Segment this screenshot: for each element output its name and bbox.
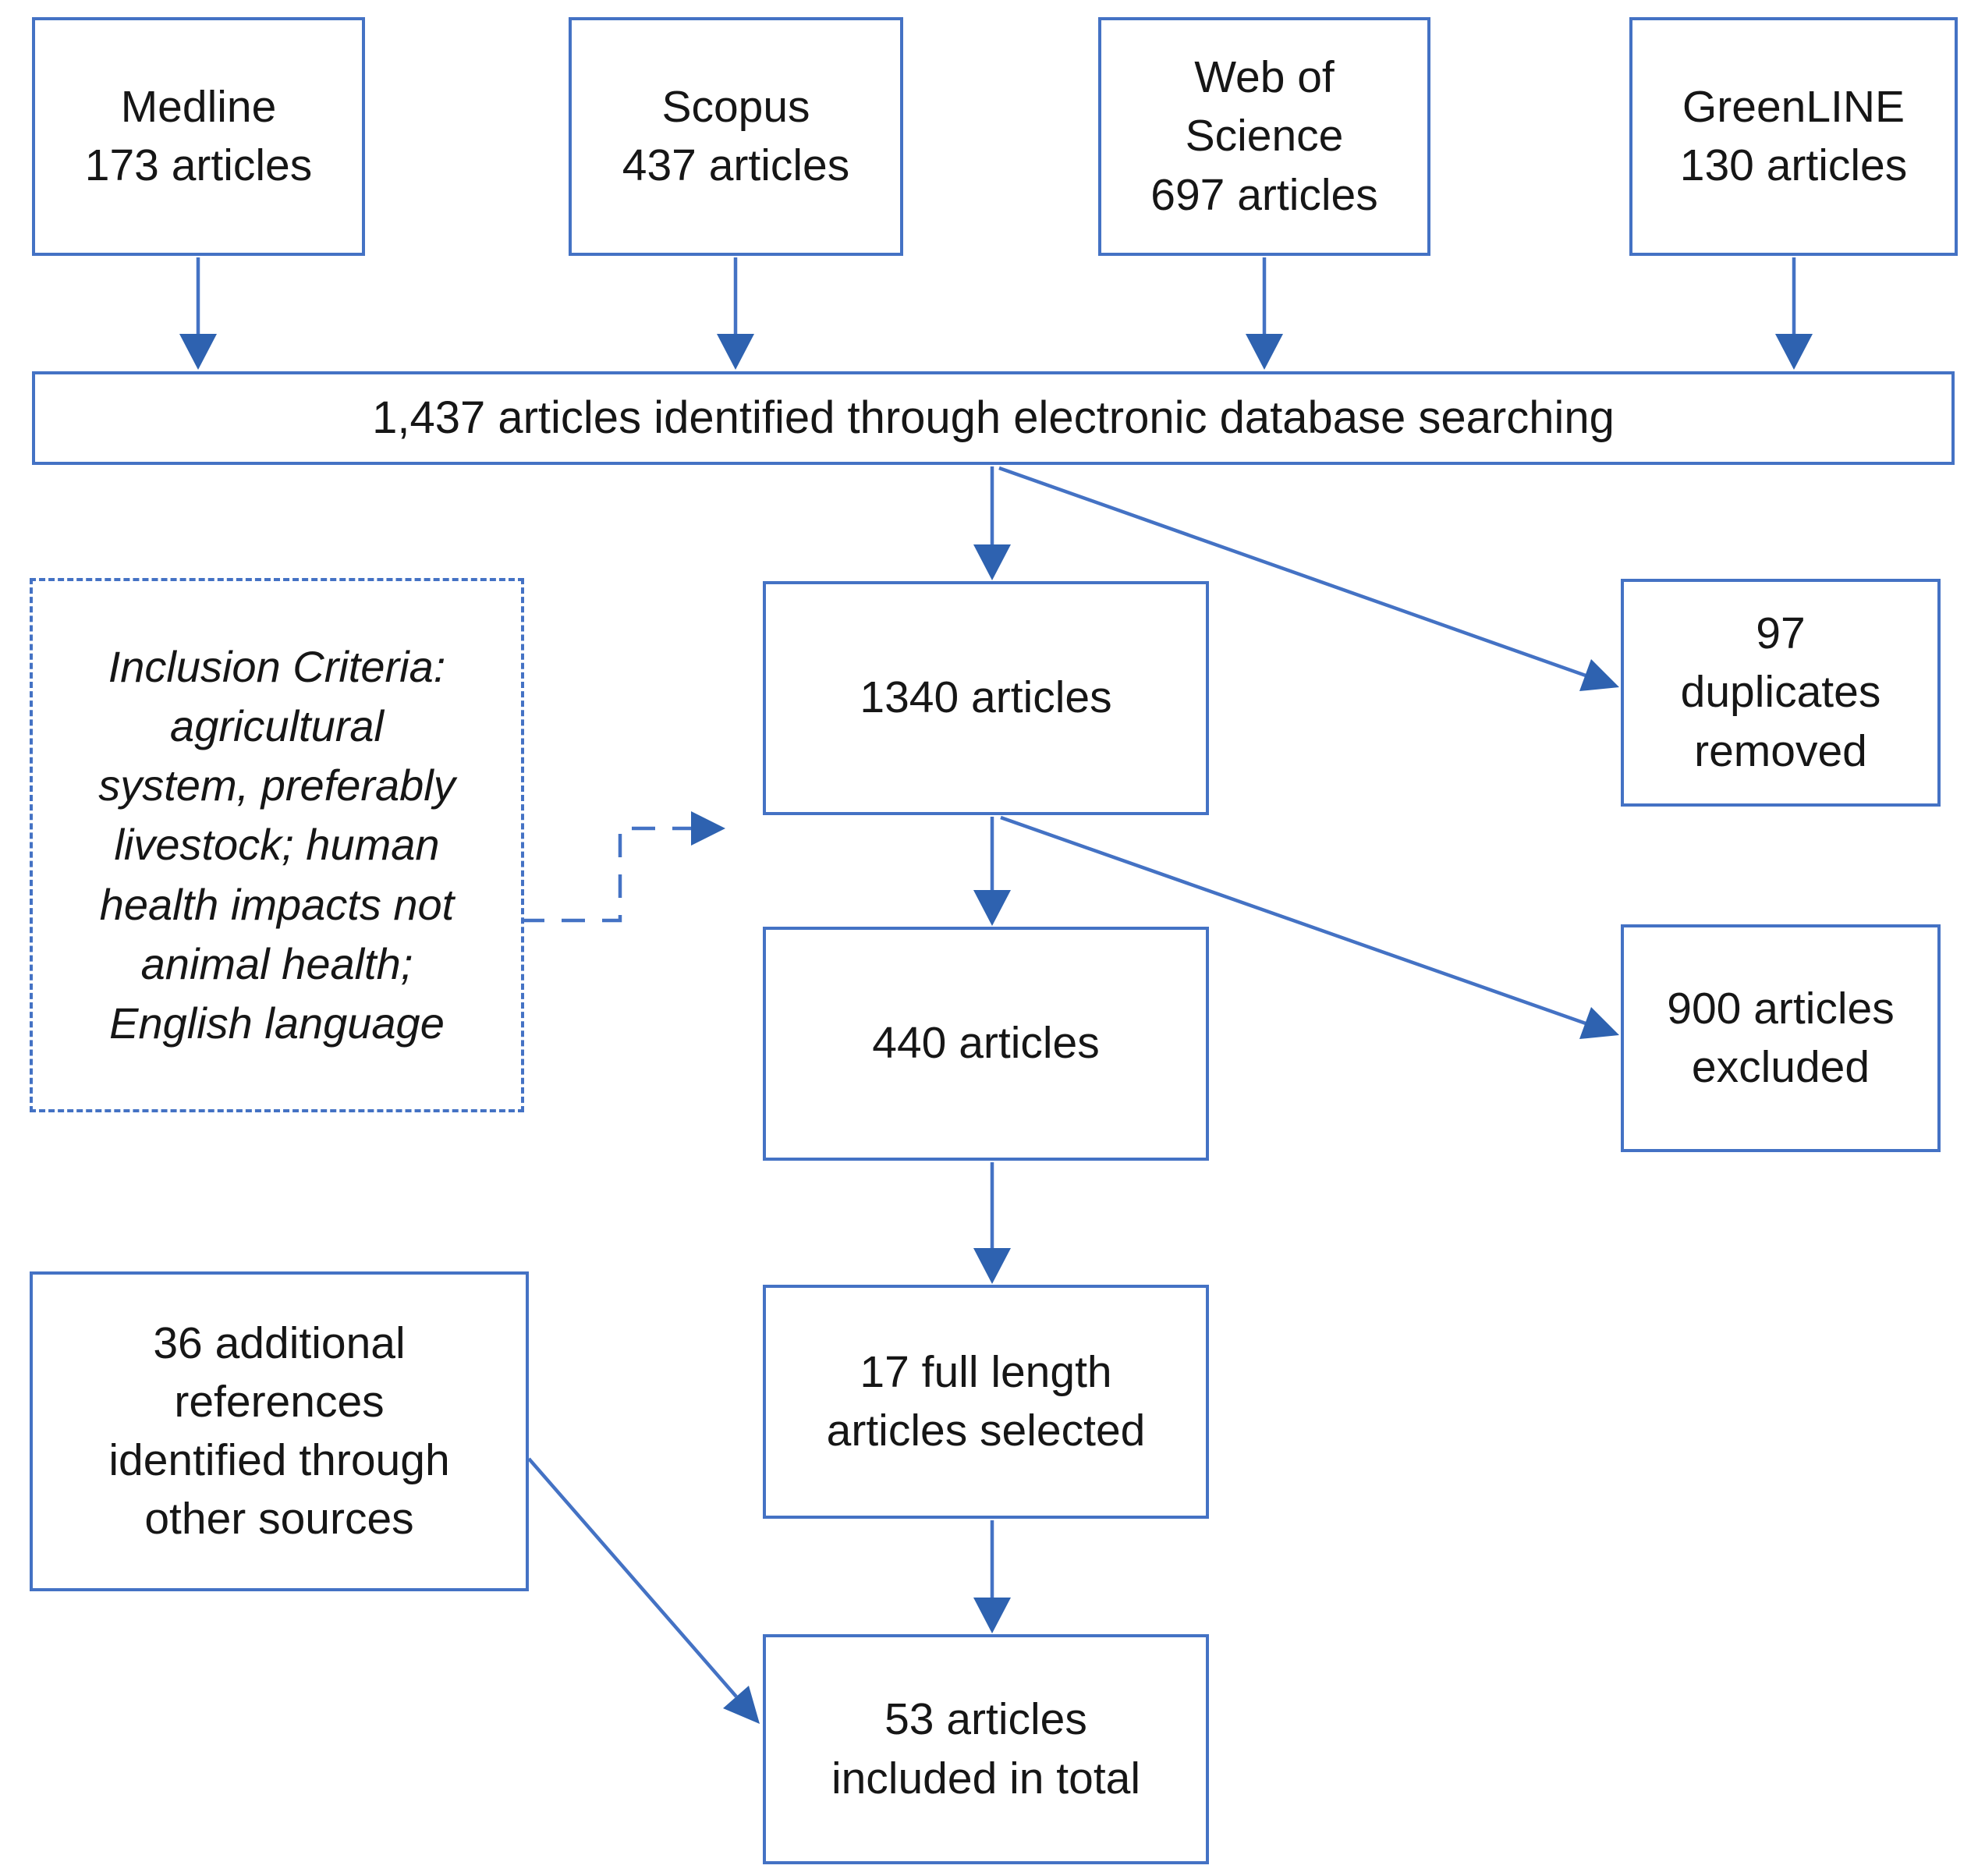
label-line: livestock; human xyxy=(114,820,440,870)
label-line: articles selected xyxy=(826,1406,1146,1456)
label-line: excluded xyxy=(1691,1042,1870,1092)
inclusion-criteria-note: Inclusion Criteria: agricultural system,… xyxy=(30,578,524,1112)
label-line: health impacts not xyxy=(99,879,455,929)
node-duplicates-removed: 97 duplicates removed xyxy=(1621,579,1941,807)
node-identified-total: 1,437 articles identified through electr… xyxy=(32,371,1955,465)
label-line: GreenLINE xyxy=(1682,81,1905,132)
label-line: other sources xyxy=(144,1494,414,1544)
node-440-articles: 440 articles xyxy=(763,927,1209,1161)
node-scopus: Scopus 437 articles xyxy=(569,17,903,256)
node-additional-references: 36 additional references identified thro… xyxy=(30,1271,529,1591)
arrowhead-440-to-fulllength xyxy=(973,1248,1011,1284)
label-line: 900 articles xyxy=(1667,983,1895,1034)
label-line: references xyxy=(174,1376,385,1427)
arrow-criteria-connector xyxy=(521,826,691,923)
arrow-additional-to-total xyxy=(527,1457,738,1698)
arrowhead-criteria-connector xyxy=(691,811,725,846)
label-line: 440 articles xyxy=(872,1018,1100,1069)
node-1340-articles: 1340 articles xyxy=(763,581,1209,815)
label-line: 697 articles xyxy=(1150,169,1378,220)
node-full-length-selected: 17 full length articles selected xyxy=(763,1285,1209,1519)
label-line: English language xyxy=(109,998,445,1048)
arrowhead-additional-to-total xyxy=(723,1686,760,1724)
label-line: 437 articles xyxy=(622,140,850,190)
label-line: 1340 articles xyxy=(860,672,1112,723)
label-line: identified through xyxy=(108,1435,450,1485)
arrowhead-1340-to-excluded xyxy=(1579,1007,1619,1039)
label-line: removed xyxy=(1694,725,1867,776)
node-included-total: 53 articles included in total xyxy=(763,1634,1209,1864)
label-line: 1,437 articles identified through electr… xyxy=(372,392,1615,443)
label-line: system, preferably xyxy=(98,761,456,810)
node-greenline: GreenLINE 130 articles xyxy=(1629,17,1958,256)
label-line: 173 articles xyxy=(84,140,313,190)
arrowhead-identified-to-1340 xyxy=(973,544,1011,580)
label-line: agricultural xyxy=(170,701,384,751)
label-line: Scopus xyxy=(661,81,810,132)
arrowhead-1340-to-440 xyxy=(973,890,1011,926)
label-line: 36 additional xyxy=(153,1317,406,1368)
label-line: Medline xyxy=(120,81,277,132)
node-articles-excluded: 900 articles excluded xyxy=(1621,924,1941,1152)
label-line: 53 articles xyxy=(884,1694,1087,1745)
node-medline: Medline 173 articles xyxy=(32,17,365,256)
label-line: Web of xyxy=(1194,52,1335,103)
label-line: 97 xyxy=(1756,608,1806,659)
label-line: Science xyxy=(1185,111,1344,161)
node-web-of-science: Web of Science 697 articles xyxy=(1098,17,1430,256)
arrowhead-scopus-to-identified xyxy=(717,334,754,370)
arrowhead-web-of-science-to-identified xyxy=(1246,334,1283,370)
arrowhead-fulllength-to-total xyxy=(973,1598,1011,1633)
label-line: Inclusion Criteria: xyxy=(108,641,446,691)
arrowhead-identified-to-duplicates xyxy=(1579,659,1619,691)
label-line: included in total xyxy=(831,1753,1141,1803)
arrowhead-greenline-to-identified xyxy=(1775,334,1813,370)
label-line: 17 full length xyxy=(860,1346,1112,1397)
arrowhead-medline-to-identified xyxy=(179,334,217,370)
label-line: animal health; xyxy=(140,938,413,988)
label-line: 130 articles xyxy=(1679,140,1908,190)
label-line: duplicates xyxy=(1680,667,1881,718)
